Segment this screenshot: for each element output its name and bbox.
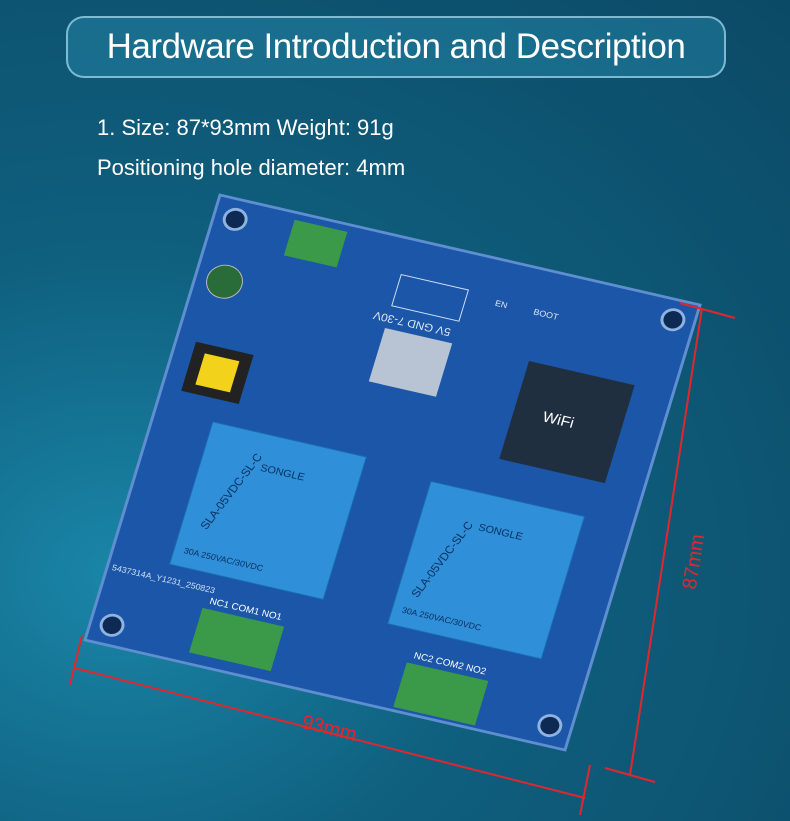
spec-size-weight: 1. Size: 87*93mm Weight: 91g bbox=[97, 115, 394, 140]
transformer-core bbox=[195, 353, 240, 393]
relay-board: 5V GND 7-30V WiFi BOOT EN SLA-05VDC-SL-C… bbox=[83, 193, 702, 752]
power-terminal bbox=[283, 219, 348, 268]
en-label: EN bbox=[494, 298, 509, 310]
mounting-holes bbox=[99, 207, 686, 738]
title-banner: Hardware Introduction and Description bbox=[66, 16, 726, 78]
power-header bbox=[391, 274, 470, 322]
spec-hole-diameter: Positioning hole diameter: 4mm bbox=[97, 155, 406, 180]
regulator bbox=[368, 327, 453, 397]
wifi-label: WiFi bbox=[540, 409, 575, 432]
capacitor bbox=[206, 264, 243, 299]
output-terminal-2 bbox=[393, 662, 489, 726]
esp32-module bbox=[499, 360, 635, 484]
relay-1: SLA-05VDC-SL-C SONGLE 30A 250VAC/30VDC bbox=[168, 421, 368, 600]
width-dimension-label: 93mm bbox=[300, 711, 359, 746]
output-terminal-1 bbox=[189, 607, 285, 672]
dimension-lines bbox=[69, 302, 736, 816]
relay-2: SLA-05VDC-SL-C SONGLE 30A 250VAC/30VDC bbox=[387, 480, 586, 660]
page-title: Hardware Introduction and Description bbox=[106, 27, 686, 66]
height-dimension-label: 87mm bbox=[679, 533, 709, 591]
